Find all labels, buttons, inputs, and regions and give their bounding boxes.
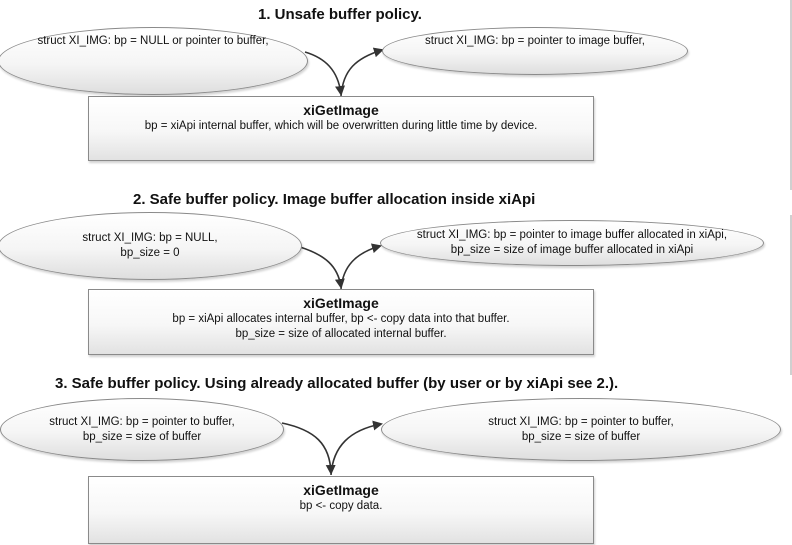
section-3-function-box: xiGetImage bp <- copy data. [88, 476, 594, 544]
section-1-input-ellipse: struct XI_IMG: bp = NULL or pointer to b… [0, 27, 308, 95]
flow-arrow-to-result [340, 47, 384, 97]
function-description: bp = xiApi allocates internal buffer, bp… [172, 313, 510, 325]
function-title: xiGetImage [303, 102, 379, 118]
function-title: xiGetImage [303, 295, 379, 311]
ellipse-line: struct XI_IMG: bp = pointer to image buf… [416, 229, 728, 241]
flow-arrow-to-function [304, 51, 345, 96]
right-edge-rule [790, 215, 792, 375]
section-2-heading: 2. Safe buffer policy. Image buffer allo… [133, 191, 536, 208]
section-2-function-box: xiGetImage bp = xiApi allocates internal… [88, 289, 594, 355]
flow-arrow-to-result [330, 420, 383, 476]
ellipse-line: struct XI_IMG: bp = pointer to buffer, [488, 415, 674, 428]
section-3-input-ellipse: struct XI_IMG: bp = pointer to buffer, b… [0, 398, 284, 461]
section-3-heading: 3. Safe buffer policy. Using already all… [55, 375, 619, 392]
flow-arrow-to-function [281, 422, 336, 475]
right-edge-rule [790, 0, 792, 190]
section-2-input-ellipse: struct XI_IMG: bp = NULL, bp_size = 0 [0, 212, 302, 280]
ellipse-line: struct XI_IMG: bp = pointer to buffer, [49, 415, 235, 428]
flow-arrow-to-function [299, 246, 345, 289]
section-3-output-ellipse: struct XI_IMG: bp = pointer to buffer, b… [381, 398, 781, 461]
ellipse-line: struct XI_IMG: bp = NULL, [82, 232, 218, 244]
ellipse-line: bp_size = size of buffer [521, 430, 641, 443]
function-title: xiGetImage [303, 482, 379, 498]
ellipse-line: struct XI_IMG: bp = NULL or pointer to b… [37, 35, 269, 47]
flow-arrow-to-result [340, 243, 382, 290]
section-1-heading: 1. Unsafe buffer policy. [258, 6, 422, 23]
ellipse-line: struct XI_IMG: bp = pointer to image buf… [425, 35, 645, 47]
ellipse-line: bp_size = 0 [120, 247, 180, 259]
ellipse-line: bp_size = size of buffer [82, 430, 202, 443]
section-2-output-ellipse: struct XI_IMG: bp = pointer to image buf… [380, 220, 764, 266]
section-1-function-box: xiGetImage bp = xiApi internal buffer, w… [88, 96, 594, 161]
ellipse-line: bp_size = size of image buffer allocated… [450, 244, 694, 256]
function-description: bp = xiApi internal buffer, which will b… [144, 120, 538, 132]
section-1-output-ellipse: struct XI_IMG: bp = pointer to image buf… [382, 27, 688, 75]
function-description: bp <- copy data. [299, 500, 383, 512]
function-description: bp_size = size of allocated internal buf… [235, 328, 447, 340]
